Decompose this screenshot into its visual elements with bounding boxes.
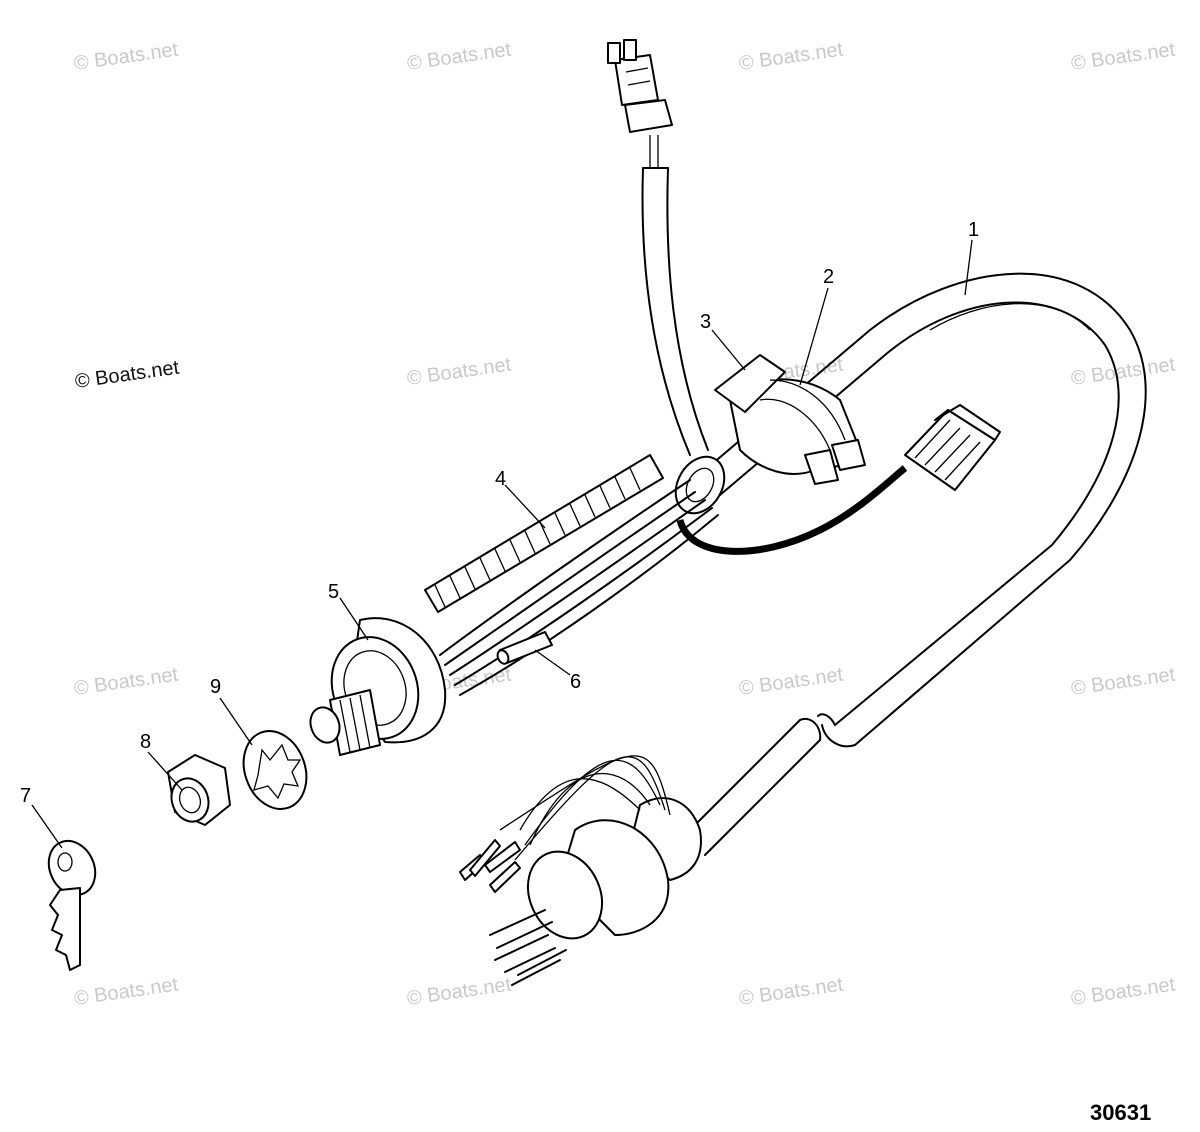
callout-6: 6 (570, 671, 581, 693)
watermark: © Boats.net (738, 39, 845, 75)
callout-8: 8 (140, 731, 151, 753)
callout-1: 1 (968, 219, 979, 241)
callout-5: 5 (328, 581, 339, 603)
wire-bundle (439, 455, 726, 696)
watermark: © Boats.net (1070, 664, 1177, 700)
callouts: 1 2 3 4 5 6 7 8 9 (20, 219, 979, 807)
callout-9: 9 (210, 676, 221, 698)
part-4-sleeve (424, 454, 664, 613)
callout-4: 4 (495, 468, 506, 490)
callout-7: 7 (20, 785, 31, 807)
part-6-pin (496, 631, 553, 665)
watermark: © Boats.net (738, 664, 845, 700)
watermark: © Boats.net (1070, 974, 1177, 1010)
part-1-wiring-harness (676, 272, 1147, 856)
watermark: © Boats.net (1070, 354, 1177, 390)
figure-number: 30631 (1090, 1100, 1151, 1125)
auxiliary-lead-plug (607, 39, 709, 456)
watermark: © Boats.net (73, 39, 180, 75)
part-9-lock-washer (242, 730, 308, 810)
watermark: © Boats.net (1070, 39, 1177, 75)
leader-lines (31, 239, 973, 849)
watermark: © Boats.net (73, 974, 180, 1010)
part-5-ignition-switch (309, 617, 447, 756)
watermark: © Boats.net (738, 974, 845, 1010)
watermark: © Boats.net (406, 354, 513, 390)
watermark: © Boats.net (406, 39, 513, 75)
harness-connector (459, 755, 702, 986)
part-8-hex-nut (167, 754, 231, 826)
callout-2: 2 (823, 266, 834, 288)
watermark: © Boats.net (406, 974, 513, 1010)
part-2-3-clamp (714, 354, 866, 485)
part-7-key (47, 839, 97, 971)
watermark: © Boats.net (73, 664, 180, 700)
callout-3: 3 (700, 311, 711, 333)
watermark: © Boats.net (74, 357, 181, 393)
